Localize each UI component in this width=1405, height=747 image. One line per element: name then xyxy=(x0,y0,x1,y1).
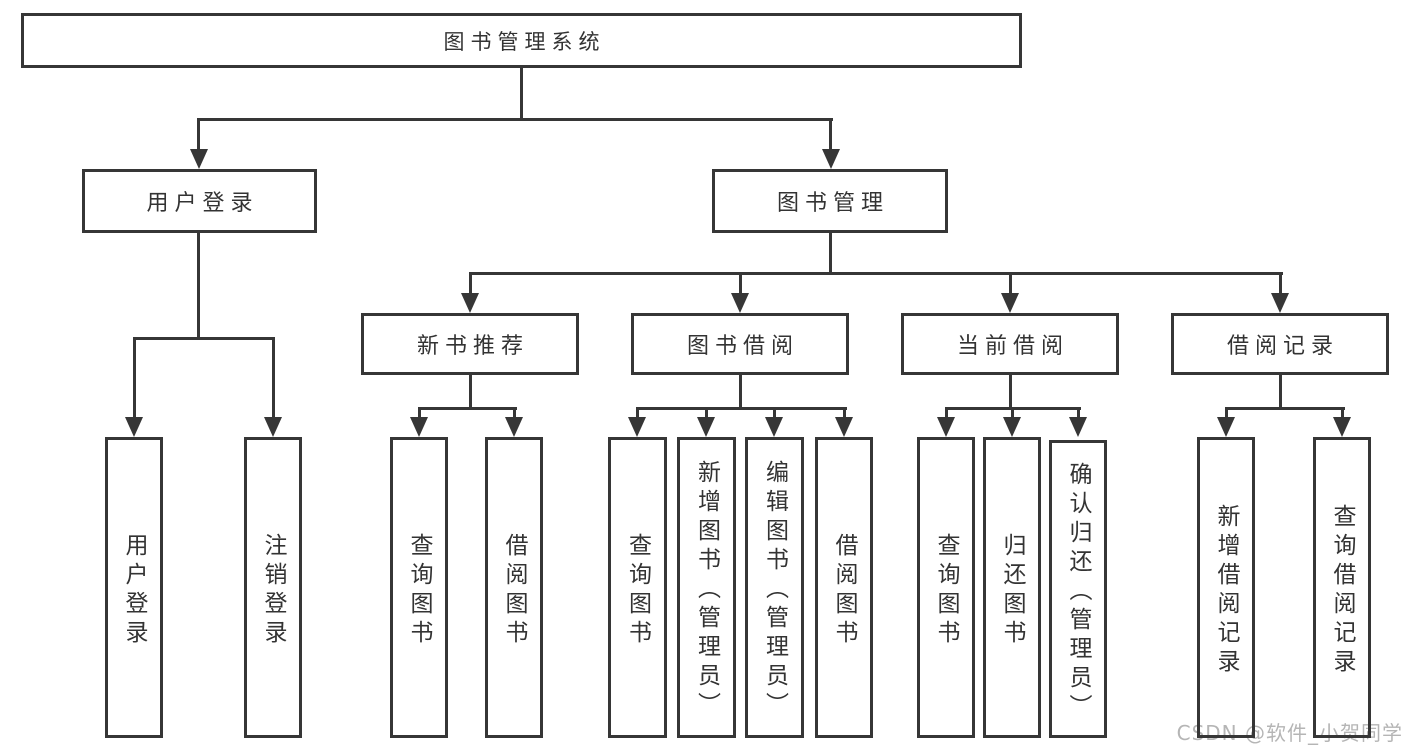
leaf-borrow-query-books: 查询图书 xyxy=(608,437,667,738)
edge-borrow-records-trunk xyxy=(1279,375,1282,410)
node-root: 图书管理系统 xyxy=(21,13,1022,68)
leaf-recommend-query-books: 查询图书 xyxy=(390,437,448,738)
node-book-borrow: 图书借阅 xyxy=(631,313,849,375)
arrowhead-icon xyxy=(190,149,208,169)
node-book-management-label: 图书管理 xyxy=(776,191,889,216)
arrowhead-icon xyxy=(835,417,853,437)
edge-book-borrow-bar xyxy=(636,407,847,410)
leaf-borrow-query-books-label: 查询图书 xyxy=(624,532,651,649)
leaf-return-books: 归还图书 xyxy=(983,437,1041,738)
leaf-add-books-admin: 新增图书（管理员） xyxy=(677,437,736,738)
csdn-watermark: CSDN @软件_小贺同学 xyxy=(1176,721,1403,745)
leaf-add-borrow-record-label: 新增借阅记录 xyxy=(1213,503,1239,678)
leaf-recommend-borrow-books: 借阅图书 xyxy=(485,437,543,738)
edge-to-leaf-logout xyxy=(272,340,275,419)
leaf-query-borrow-record-label: 查询借阅记录 xyxy=(1329,503,1355,678)
leaf-user-login-label: 用户登录 xyxy=(121,532,147,649)
edge-new-book-bar xyxy=(418,407,517,410)
leaf-user-login: 用户登录 xyxy=(105,437,163,738)
leaf-current-query-books: 查询图书 xyxy=(917,437,975,738)
edge-root-to-user-login xyxy=(197,121,200,151)
leaf-recommend-query-books-label: 查询图书 xyxy=(406,532,432,649)
edge-book-borrow-trunk xyxy=(739,375,742,410)
node-book-management: 图书管理 xyxy=(712,169,948,233)
edge-borrow-records-bar xyxy=(1225,407,1345,410)
leaf-edit-books-admin-label: 编辑图书（管理员） xyxy=(761,460,788,721)
node-book-borrow-label: 图书借阅 xyxy=(686,334,799,359)
leaf-borrow-borrow-books-label: 借阅图书 xyxy=(831,532,857,649)
node-user-login: 用户登录 xyxy=(82,169,317,233)
arrowhead-icon xyxy=(125,417,143,437)
edge-stub xyxy=(418,410,421,420)
arrowhead-icon xyxy=(264,417,282,437)
arrowhead-icon xyxy=(1217,417,1235,437)
edge-current-borrow-bar xyxy=(945,407,1081,410)
edge-stub xyxy=(1077,410,1080,420)
leaf-add-books-admin-label: 新增图书（管理员） xyxy=(693,460,720,721)
edge-stub xyxy=(1011,410,1014,420)
node-borrow-records-label: 借阅记录 xyxy=(1226,334,1339,359)
edge-to-current-borrow xyxy=(1009,275,1012,295)
leaf-recommend-borrow-books-label: 借阅图书 xyxy=(501,532,527,649)
leaf-logout: 注销登录 xyxy=(244,437,302,738)
node-current-borrow: 当前借阅 xyxy=(901,313,1119,375)
edge-stub xyxy=(945,410,948,420)
edge-stub xyxy=(773,410,776,420)
leaf-confirm-return-admin-label: 确认归还（管理员） xyxy=(1065,461,1091,723)
arrowhead-icon xyxy=(628,417,646,437)
edge-current-borrow-trunk xyxy=(1009,375,1012,410)
leaf-add-borrow-record: 新增借阅记录 xyxy=(1197,437,1255,738)
arrowhead-icon xyxy=(765,417,783,437)
edge-stub xyxy=(705,410,708,420)
edge-to-borrow-records xyxy=(1279,275,1282,295)
edge-stub xyxy=(1225,410,1228,420)
leaf-query-borrow-record: 查询借阅记录 xyxy=(1313,437,1371,738)
node-user-login-label: 用户登录 xyxy=(146,191,259,216)
edge-root-to-book-management xyxy=(829,121,832,151)
edge-new-book-trunk xyxy=(469,375,472,410)
edge-book-management-trunk xyxy=(829,233,832,275)
leaf-current-query-books-label: 查询图书 xyxy=(933,532,959,649)
arrowhead-icon xyxy=(1069,417,1087,437)
arrowhead-icon xyxy=(505,417,523,437)
edge-stub xyxy=(513,410,516,420)
edge-book-management-bar xyxy=(469,272,1283,275)
leaf-logout-label: 注销登录 xyxy=(260,532,286,649)
leaf-return-books-label: 归还图书 xyxy=(999,532,1025,649)
arrowhead-icon xyxy=(1333,417,1351,437)
arrowhead-icon xyxy=(937,417,955,437)
node-borrow-records: 借阅记录 xyxy=(1171,313,1389,375)
edge-to-new-book-recommend xyxy=(469,275,472,295)
arrowhead-icon xyxy=(1001,293,1019,313)
edge-to-leaf-login xyxy=(133,340,136,419)
edge-stub xyxy=(636,410,639,420)
leaf-edit-books-admin: 编辑图书（管理员） xyxy=(745,437,804,738)
arrowhead-icon xyxy=(822,149,840,169)
arrowhead-icon xyxy=(1003,417,1021,437)
arrowhead-icon xyxy=(697,417,715,437)
edge-root-trunk xyxy=(520,66,523,118)
node-current-borrow-label: 当前借阅 xyxy=(956,334,1069,359)
node-new-book-recommend: 新书推荐 xyxy=(361,313,579,375)
node-root-label: 图书管理系统 xyxy=(443,29,606,54)
arrowhead-icon xyxy=(731,293,749,313)
leaf-confirm-return-admin: 确认归还（管理员） xyxy=(1049,440,1107,738)
edge-root-bar xyxy=(197,118,833,121)
arrowhead-icon xyxy=(410,417,428,437)
edge-stub xyxy=(1341,410,1344,420)
arrowhead-icon xyxy=(461,293,479,313)
edge-to-book-borrow xyxy=(739,275,742,295)
edge-stub xyxy=(843,410,846,420)
edge-user-login-bar xyxy=(133,337,275,340)
node-new-book-recommend-label: 新书推荐 xyxy=(416,334,529,359)
arrowhead-icon xyxy=(1271,293,1289,313)
leaf-borrow-borrow-books: 借阅图书 xyxy=(815,437,873,738)
edge-user-login-trunk xyxy=(197,233,200,337)
